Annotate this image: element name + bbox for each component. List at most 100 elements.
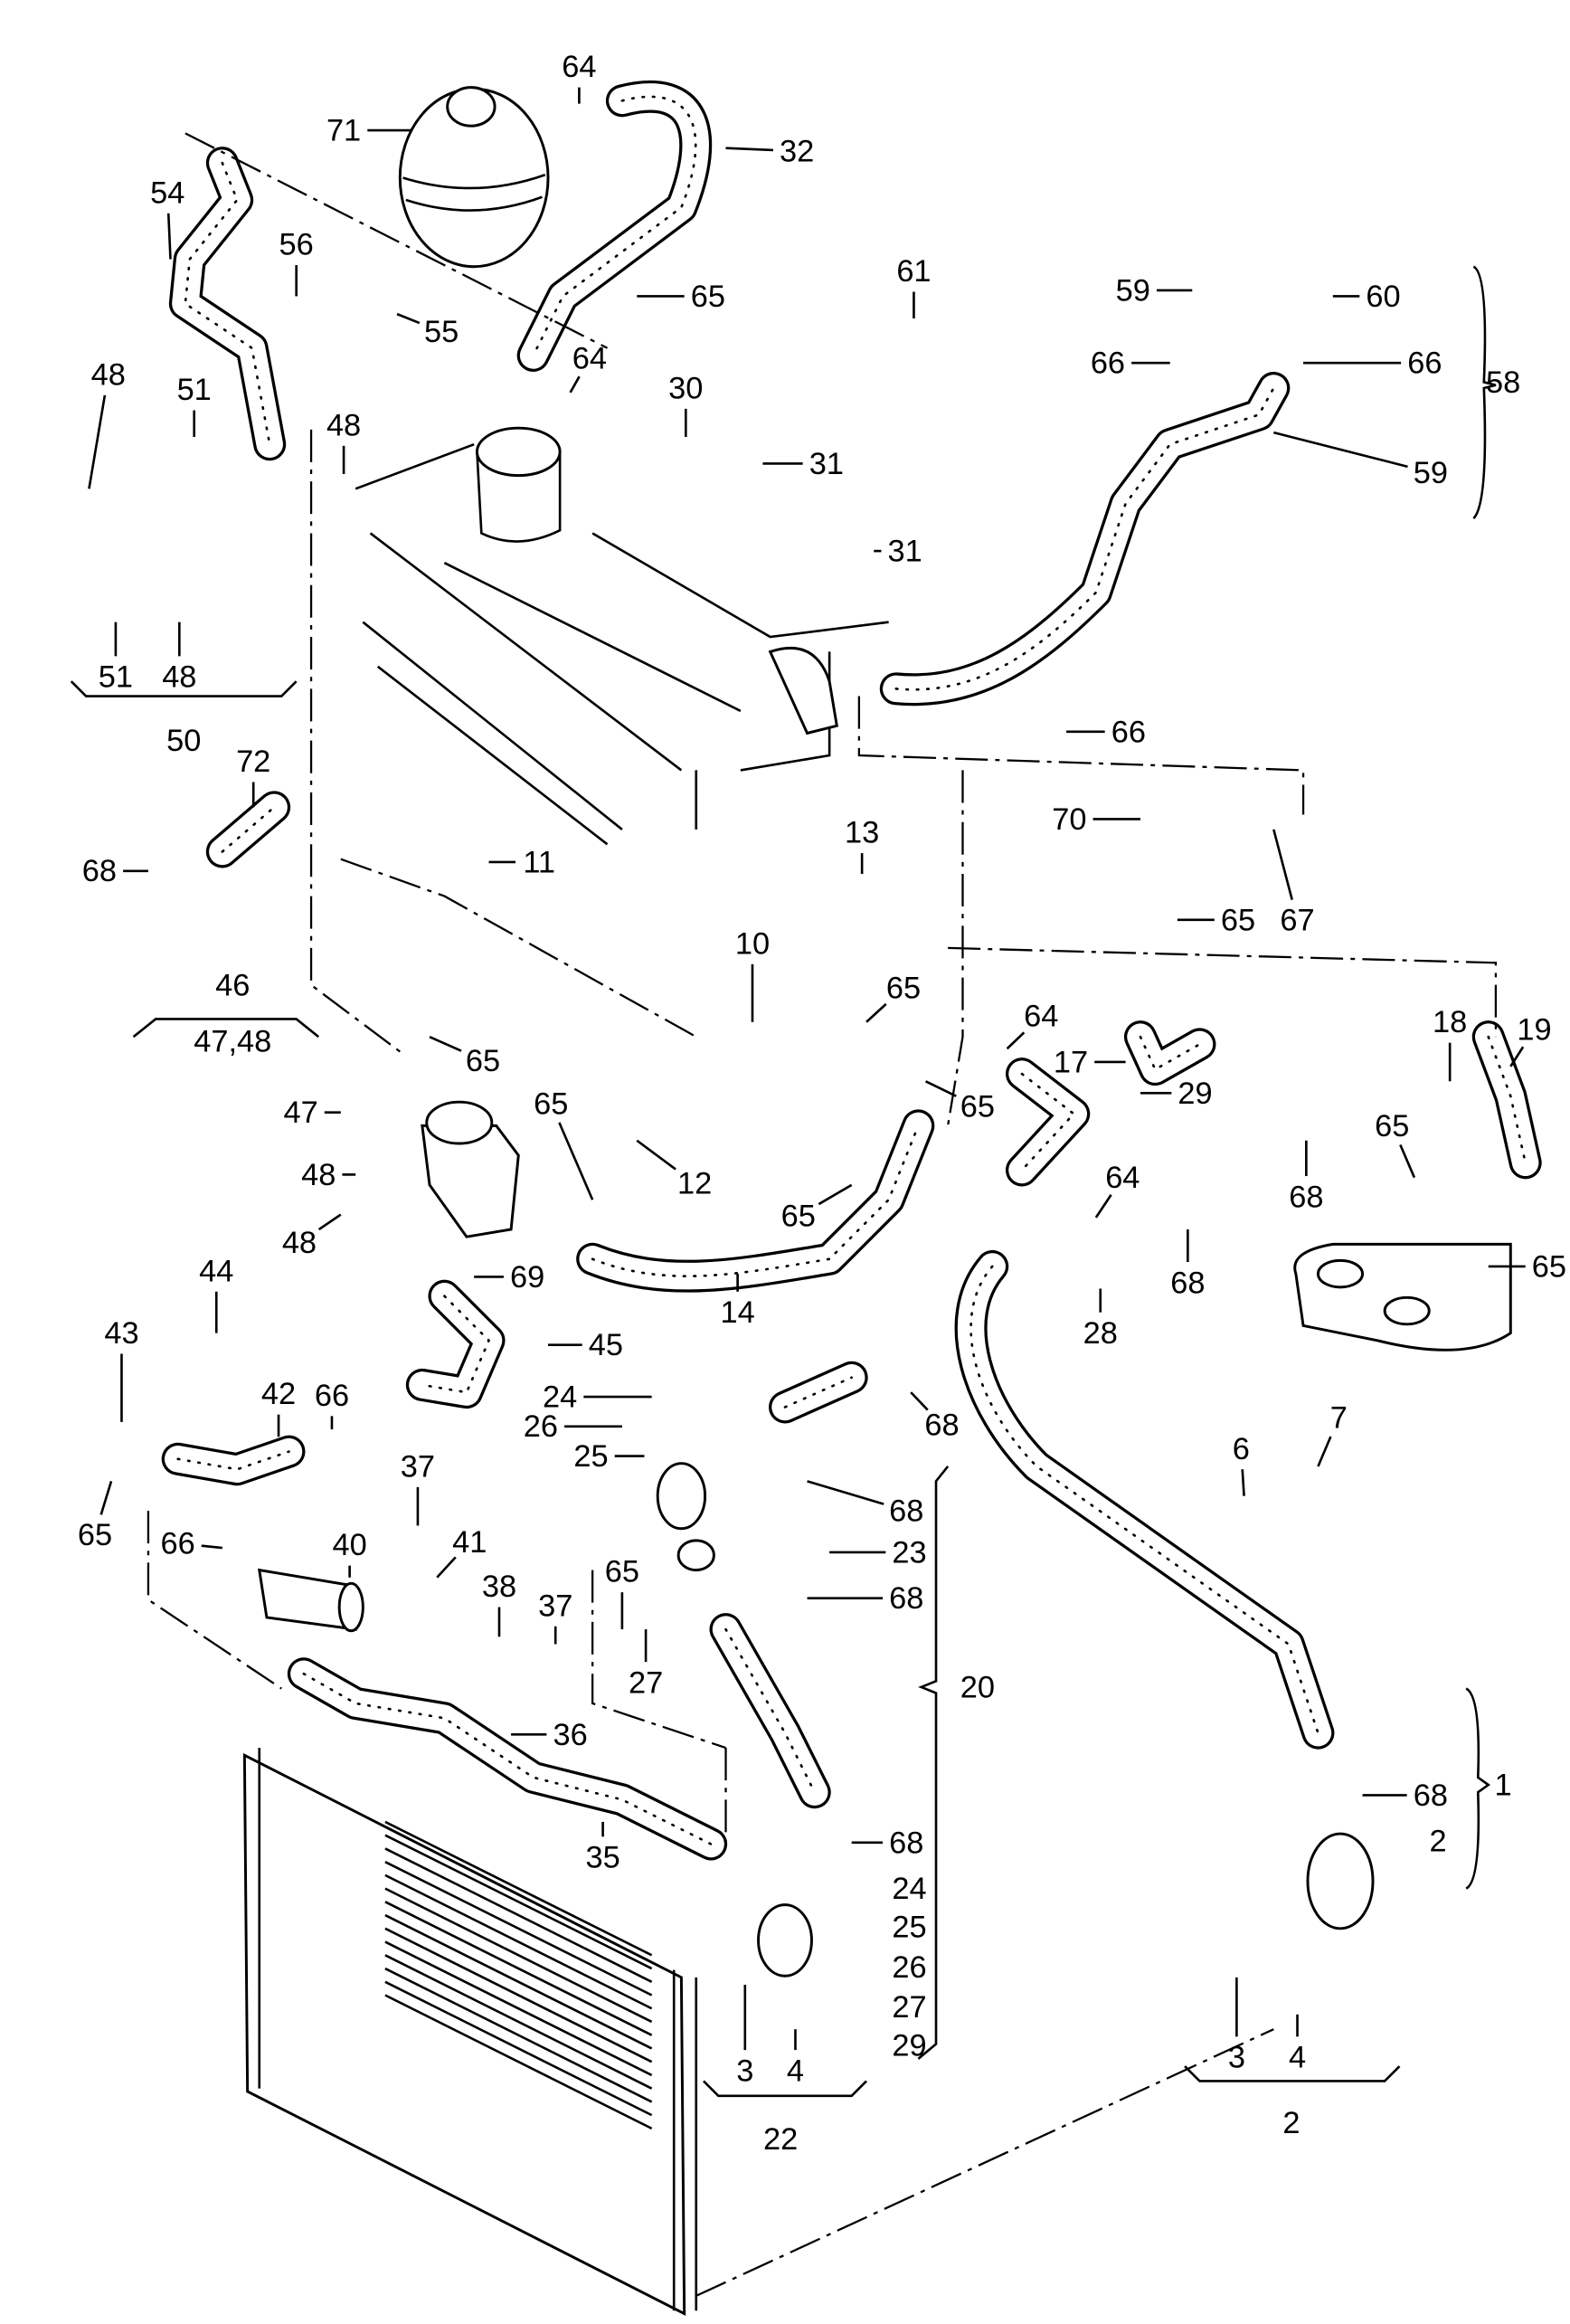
part-label-72: 72 [236, 745, 270, 779]
part-label-19: 19 [1517, 1012, 1551, 1047]
part-label-66: 66 [1111, 715, 1146, 749]
part-label-24: 24 [543, 1380, 577, 1414]
part-label-65: 65 [78, 1518, 112, 1552]
leader-line [436, 1556, 457, 1579]
leader-line [429, 1035, 462, 1052]
part-label-25: 25 [573, 1439, 608, 1474]
part-label-31: 31 [888, 535, 922, 569]
expansion-tank [398, 86, 562, 543]
group-bracket [703, 2080, 867, 2098]
part-label-18: 18 [1433, 1005, 1467, 1039]
leader-line [1273, 431, 1408, 469]
leader-line [317, 1213, 342, 1231]
part-label-31: 31 [809, 447, 844, 481]
part-label-26: 26 [524, 1409, 558, 1444]
part-label-35: 35 [585, 1841, 619, 1875]
part-label-28: 28 [1083, 1316, 1118, 1351]
oil-cooler [1293, 1242, 1512, 1352]
part-label-66: 66 [315, 1379, 349, 1413]
part-label-13: 13 [845, 816, 879, 850]
pump-40 [257, 1568, 364, 1633]
leader-line [99, 1480, 113, 1515]
part-label-47-48: 47,48 [194, 1025, 271, 1059]
leader-line [818, 1183, 853, 1206]
part-label-4: 4 [1289, 2041, 1306, 2075]
part-label-65: 65 [691, 280, 725, 314]
part-label-69: 69 [510, 1260, 544, 1295]
hose [768, 1361, 868, 1424]
leader-line [166, 213, 172, 260]
part-label-64: 64 [1105, 1161, 1140, 1195]
part-label-3: 3 [736, 2054, 753, 2088]
part-label-48: 48 [301, 1158, 336, 1192]
flange-23 [656, 1462, 1375, 1978]
leader-line [865, 1002, 887, 1023]
radiator [242, 1748, 698, 2316]
part-label-30: 30 [668, 371, 703, 405]
part-label-68: 68 [889, 1826, 923, 1860]
part-label-66: 66 [1091, 346, 1125, 381]
part-label-50: 50 [166, 724, 201, 758]
hose [205, 791, 291, 868]
part-label-64: 64 [562, 50, 596, 84]
part-label-47: 47 [283, 1096, 317, 1130]
part-label-42: 42 [261, 1377, 296, 1411]
part-label-14: 14 [720, 1295, 754, 1330]
part-label-68: 68 [889, 1494, 923, 1529]
part-label-17: 17 [1054, 1045, 1088, 1079]
part-label-27: 27 [892, 1990, 926, 2025]
group-bracket [1472, 265, 1497, 519]
leader-line [569, 375, 581, 394]
part-label-2: 2 [1282, 2106, 1300, 2140]
part-label-68: 68 [1414, 1779, 1448, 1813]
part-label-45: 45 [589, 1328, 623, 1362]
leader-line [1006, 1031, 1026, 1050]
group-bracket [917, 1466, 950, 2060]
part-label-37: 37 [401, 1449, 435, 1484]
hose [1123, 1020, 1216, 1086]
part-label-68: 68 [1170, 1266, 1205, 1300]
part-label-65: 65 [1375, 1109, 1409, 1143]
part-label-65: 65 [1221, 903, 1255, 937]
part-label-3: 3 [1228, 2041, 1245, 2075]
dash-dot-guides [147, 132, 1498, 2297]
leader-lines [70, 87, 1526, 2098]
hose [1471, 1020, 1542, 1180]
part-label-60: 60 [1366, 280, 1400, 314]
part-label-29: 29 [892, 2029, 926, 2063]
part-label-59: 59 [1116, 273, 1150, 308]
part-label-65: 65 [781, 1200, 816, 1234]
leader-line [396, 312, 421, 325]
part-label-11: 11 [523, 845, 555, 879]
part-label-44: 44 [199, 1254, 233, 1288]
part-label-51: 51 [99, 660, 133, 695]
part-label-70: 70 [1052, 802, 1086, 837]
hose [161, 1435, 306, 1486]
part-label-65: 65 [960, 1090, 995, 1124]
hose [516, 80, 713, 372]
reservoir [421, 1100, 520, 1238]
part-label-37: 37 [538, 1589, 572, 1623]
part-label-25: 25 [892, 1911, 926, 1945]
part-label-48: 48 [91, 358, 126, 393]
hose [168, 147, 287, 461]
group-bracket [70, 680, 298, 697]
part-label-51: 51 [177, 373, 212, 407]
part-label-32: 32 [780, 134, 814, 168]
leader-line [807, 1480, 884, 1505]
part-label-71: 71 [326, 114, 361, 148]
part-label-2: 2 [1430, 1825, 1447, 1859]
part-label-66: 66 [161, 1527, 195, 1561]
part-label-38: 38 [482, 1570, 516, 1604]
part-label-54: 54 [150, 175, 184, 210]
part-label-61: 61 [896, 254, 931, 289]
part-label-48: 48 [162, 660, 196, 695]
leader-line [910, 1391, 929, 1411]
leader-line [88, 394, 107, 489]
part-label-7: 7 [1330, 1400, 1348, 1435]
leader-line [558, 1122, 594, 1200]
part-label-43: 43 [104, 1316, 138, 1351]
part-label-24: 24 [892, 1872, 926, 1906]
part-label-27: 27 [629, 1665, 663, 1700]
